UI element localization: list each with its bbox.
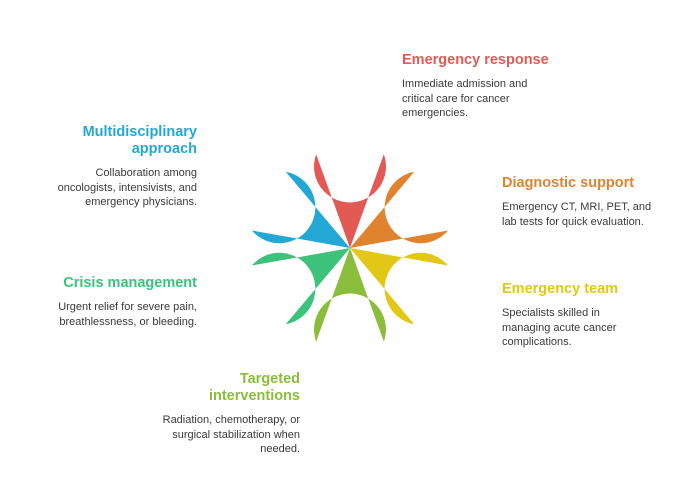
petal-shape-crisis-management	[251, 248, 350, 325]
petal-emergency-team	[350, 248, 460, 325]
label-emergency-team: Emergency team Specialists skilled in ma…	[502, 281, 692, 350]
label-multidisciplinary-approach: Multidisciplinary approach Collaboration…	[10, 124, 197, 210]
label-targeted-interventions: Targeted interventions Radiation, chemot…	[100, 371, 300, 457]
ambulance-icon	[336, 122, 364, 158]
petal-multidisciplinary-approach	[241, 171, 350, 248]
title-emergency-response: Emergency response	[402, 52, 549, 68]
petal-shape-diagnostic-support	[350, 171, 449, 248]
petal-shape-emergency-response	[314, 154, 386, 248]
petal-emergency-response	[314, 122, 386, 248]
label-diagnostic-support: Diagnostic support Emergency CT, MRI, PE…	[502, 175, 692, 229]
title-crisis-management: Crisis management	[63, 275, 197, 291]
title-multidisciplinary-approach: Multidisciplinary approach	[82, 124, 197, 157]
desc-emergency-response: Immediate admission and critical care fo…	[402, 78, 528, 119]
desc-emergency-team: Specialists skilled in managing acute ca…	[502, 307, 617, 348]
label-crisis-management: Crisis management Urgent relief for seve…	[10, 275, 197, 329]
petal-shape-targeted-interventions	[314, 248, 386, 342]
petal-diagnostic-support	[350, 171, 460, 248]
label-emergency-response: Emergency response Immediate admission a…	[402, 52, 602, 121]
desc-crisis-management: Urgent relief for severe pain, breathles…	[58, 301, 197, 328]
medical-team-icon	[241, 179, 276, 210]
petals-group	[240, 122, 460, 370]
title-targeted-interventions: Targeted interventions	[208, 371, 300, 404]
petal-shape-multidisciplinary-approach	[251, 171, 350, 248]
desc-multidisciplinary-approach: Collaboration among oncologists, intensi…	[57, 167, 197, 208]
hands-helmet-icon	[240, 289, 277, 319]
petal-shape-emergency-team	[350, 248, 449, 325]
title-emergency-team: Emergency team	[502, 281, 619, 297]
virus-icon	[334, 338, 366, 370]
doctor-xray-icon	[424, 178, 460, 214]
helicopter-icon	[426, 287, 460, 313]
title-diagnostic-support: Diagnostic support	[502, 175, 635, 191]
desc-targeted-interventions: Radiation, chemotherapy, or surgical sta…	[162, 414, 300, 455]
desc-diagnostic-support: Emergency CT, MRI, PET, and lab tests fo…	[502, 201, 652, 228]
petal-targeted-interventions	[314, 248, 386, 370]
petal-crisis-management	[240, 248, 350, 325]
